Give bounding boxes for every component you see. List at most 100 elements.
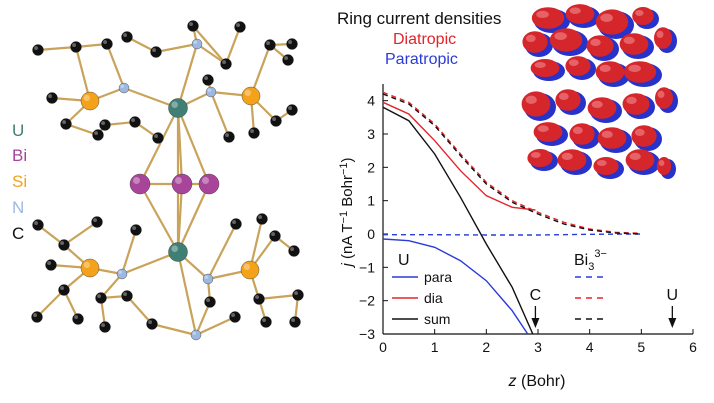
silicon-atom — [240, 260, 260, 280]
x-tick-label: 6 — [689, 339, 697, 355]
legend-bi-subscript: 3 — [588, 261, 594, 273]
surface-highlight — [537, 125, 549, 132]
surface-highlight — [629, 152, 641, 160]
diatropic-surface-lobe — [527, 149, 553, 167]
carbon-atom — [288, 245, 300, 257]
carbon-atom — [253, 293, 265, 305]
series-u-para — [382, 238, 529, 335]
diatropic-surface-lobe — [565, 56, 591, 76]
marker-label-c: C — [530, 287, 542, 304]
carbon-atom — [230, 218, 242, 230]
legend-dia-label: dia — [424, 290, 443, 306]
carbon-atom — [60, 118, 72, 130]
bond — [63, 221, 98, 246]
x-tick-label: 4 — [586, 339, 594, 355]
carbon-atom — [121, 31, 133, 43]
carbon-atom — [99, 321, 111, 333]
diatropic-surface-lobe — [656, 157, 672, 175]
diatropic-surface-lobe — [654, 27, 672, 49]
carbon-atom — [256, 213, 268, 225]
y-tick-label: 3 — [367, 126, 375, 142]
diatropic-surface-lobe — [587, 97, 617, 119]
carbon-atom — [150, 46, 162, 58]
legend-para-label: para — [424, 269, 452, 285]
surface-highlight — [554, 32, 567, 40]
bonds — [36, 25, 300, 337]
surface-highlight — [656, 30, 664, 38]
diatropic-surface-lobe — [586, 35, 614, 57]
bond — [196, 43, 227, 65]
surface-highlight — [534, 62, 546, 68]
carbon-atom — [286, 38, 298, 50]
paratropic-label: Paratropic — [385, 51, 458, 68]
y-axis-label: j (nA T−1 Bohr−1) — [338, 157, 356, 268]
bond — [195, 316, 236, 336]
carbon-atom — [91, 216, 103, 228]
carbon-atom — [248, 127, 260, 139]
carbon-atom — [46, 92, 58, 104]
surface-highlight — [628, 64, 641, 72]
silicon-atom — [80, 91, 100, 111]
carbon-atom — [264, 39, 276, 51]
legend-u-header: U — [398, 252, 410, 269]
bond — [126, 295, 153, 325]
diatropic-surface-lobe — [622, 93, 650, 115]
diatropic-surface-lobe — [595, 61, 625, 83]
bond — [176, 251, 198, 336]
surface-highlight — [596, 160, 607, 166]
marker-arrowhead — [668, 318, 677, 328]
carbon-atom — [223, 131, 235, 143]
carbon-atom — [220, 58, 232, 70]
diatropic-surface-lobe — [625, 149, 655, 171]
diatropic-surface-lobe — [632, 7, 654, 25]
surface-highlight — [530, 152, 541, 158]
surface-highlight — [536, 10, 549, 18]
element-label-bi: Bi — [12, 146, 27, 165]
x-tick-label: 5 — [637, 339, 645, 355]
diatropic-surface-lobe — [655, 87, 673, 109]
diatropic-surface-lobe — [619, 33, 649, 55]
carbon-atom — [95, 292, 107, 304]
y-tick-label: −1 — [359, 259, 375, 275]
carbon-atom — [289, 316, 301, 328]
bond — [194, 301, 212, 336]
bismuth-atom — [171, 173, 193, 195]
surface-highlight — [626, 96, 637, 104]
bond — [258, 293, 299, 301]
y-tick-label: −2 — [359, 293, 375, 309]
bond — [224, 26, 242, 65]
series-bi-para — [383, 233, 642, 236]
surface-highlight — [525, 34, 536, 43]
surface-highlight — [569, 7, 581, 14]
y-tick-label: 2 — [367, 159, 375, 175]
surface-highlight — [623, 36, 635, 45]
carbon-atom — [229, 311, 241, 323]
diatropic-surface-lobe — [522, 31, 548, 53]
series-bi-dia — [382, 91, 642, 234]
carbon-atom — [58, 239, 70, 251]
diatropic-surface-lobe — [557, 149, 587, 171]
carbon-atom — [270, 115, 282, 127]
diatropic-surface-lobe — [530, 59, 560, 77]
silicon-atom — [241, 86, 261, 106]
carbon-atom — [282, 54, 294, 66]
bond — [121, 250, 179, 276]
carbon-atom — [92, 129, 104, 141]
carbon-atom — [146, 318, 158, 330]
bond — [176, 183, 184, 253]
bond — [192, 25, 227, 65]
carbon-atom — [202, 74, 214, 86]
legend-sum-label: sum — [424, 311, 450, 327]
surface-highlight — [558, 92, 569, 100]
diatropic-surface-lobe — [531, 7, 565, 29]
y-tick-label: 0 — [367, 226, 375, 242]
carbon-atom — [32, 219, 44, 231]
element-label-n: N — [12, 198, 24, 217]
y-tick-label: 4 — [367, 93, 375, 109]
y-tick-label: −3 — [359, 326, 375, 342]
carbon-atom — [204, 296, 216, 308]
ring-current-title: Ring current densities — [337, 9, 501, 28]
